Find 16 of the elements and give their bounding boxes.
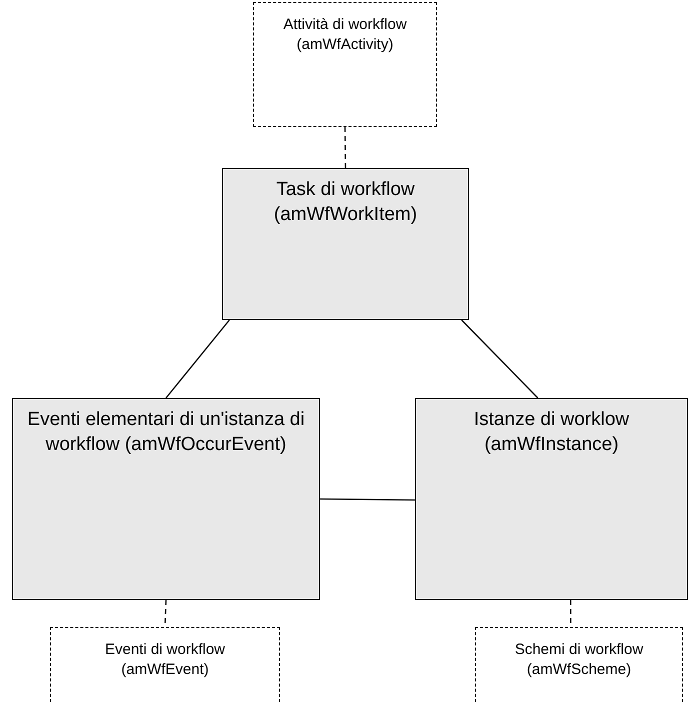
table-name: Istanze di worklow (amWfInstance) [472,408,630,457]
table-name: Task di workflow (amWfWorkItem) [272,178,418,227]
related-table-box [475,627,683,702]
connector-line [166,320,230,398]
table-box [415,398,688,600]
table-box [222,168,469,320]
related-table-box [253,2,437,127]
table-name: Eventi di workflow (amWfEvent) [104,640,226,680]
connector-line [461,320,538,398]
connector-line [320,498,415,501]
dashed-connector [344,127,346,168]
related-table-box [50,627,280,702]
table-name: Attività di workflow (amWfActivity) [282,15,408,55]
table-name: Eventi elementari di un'istanza di workflow (amWfOccurEvent) [26,408,306,457]
table-name: Schemi di workflow (amWfScheme) [514,640,644,680]
table-box [12,398,320,600]
